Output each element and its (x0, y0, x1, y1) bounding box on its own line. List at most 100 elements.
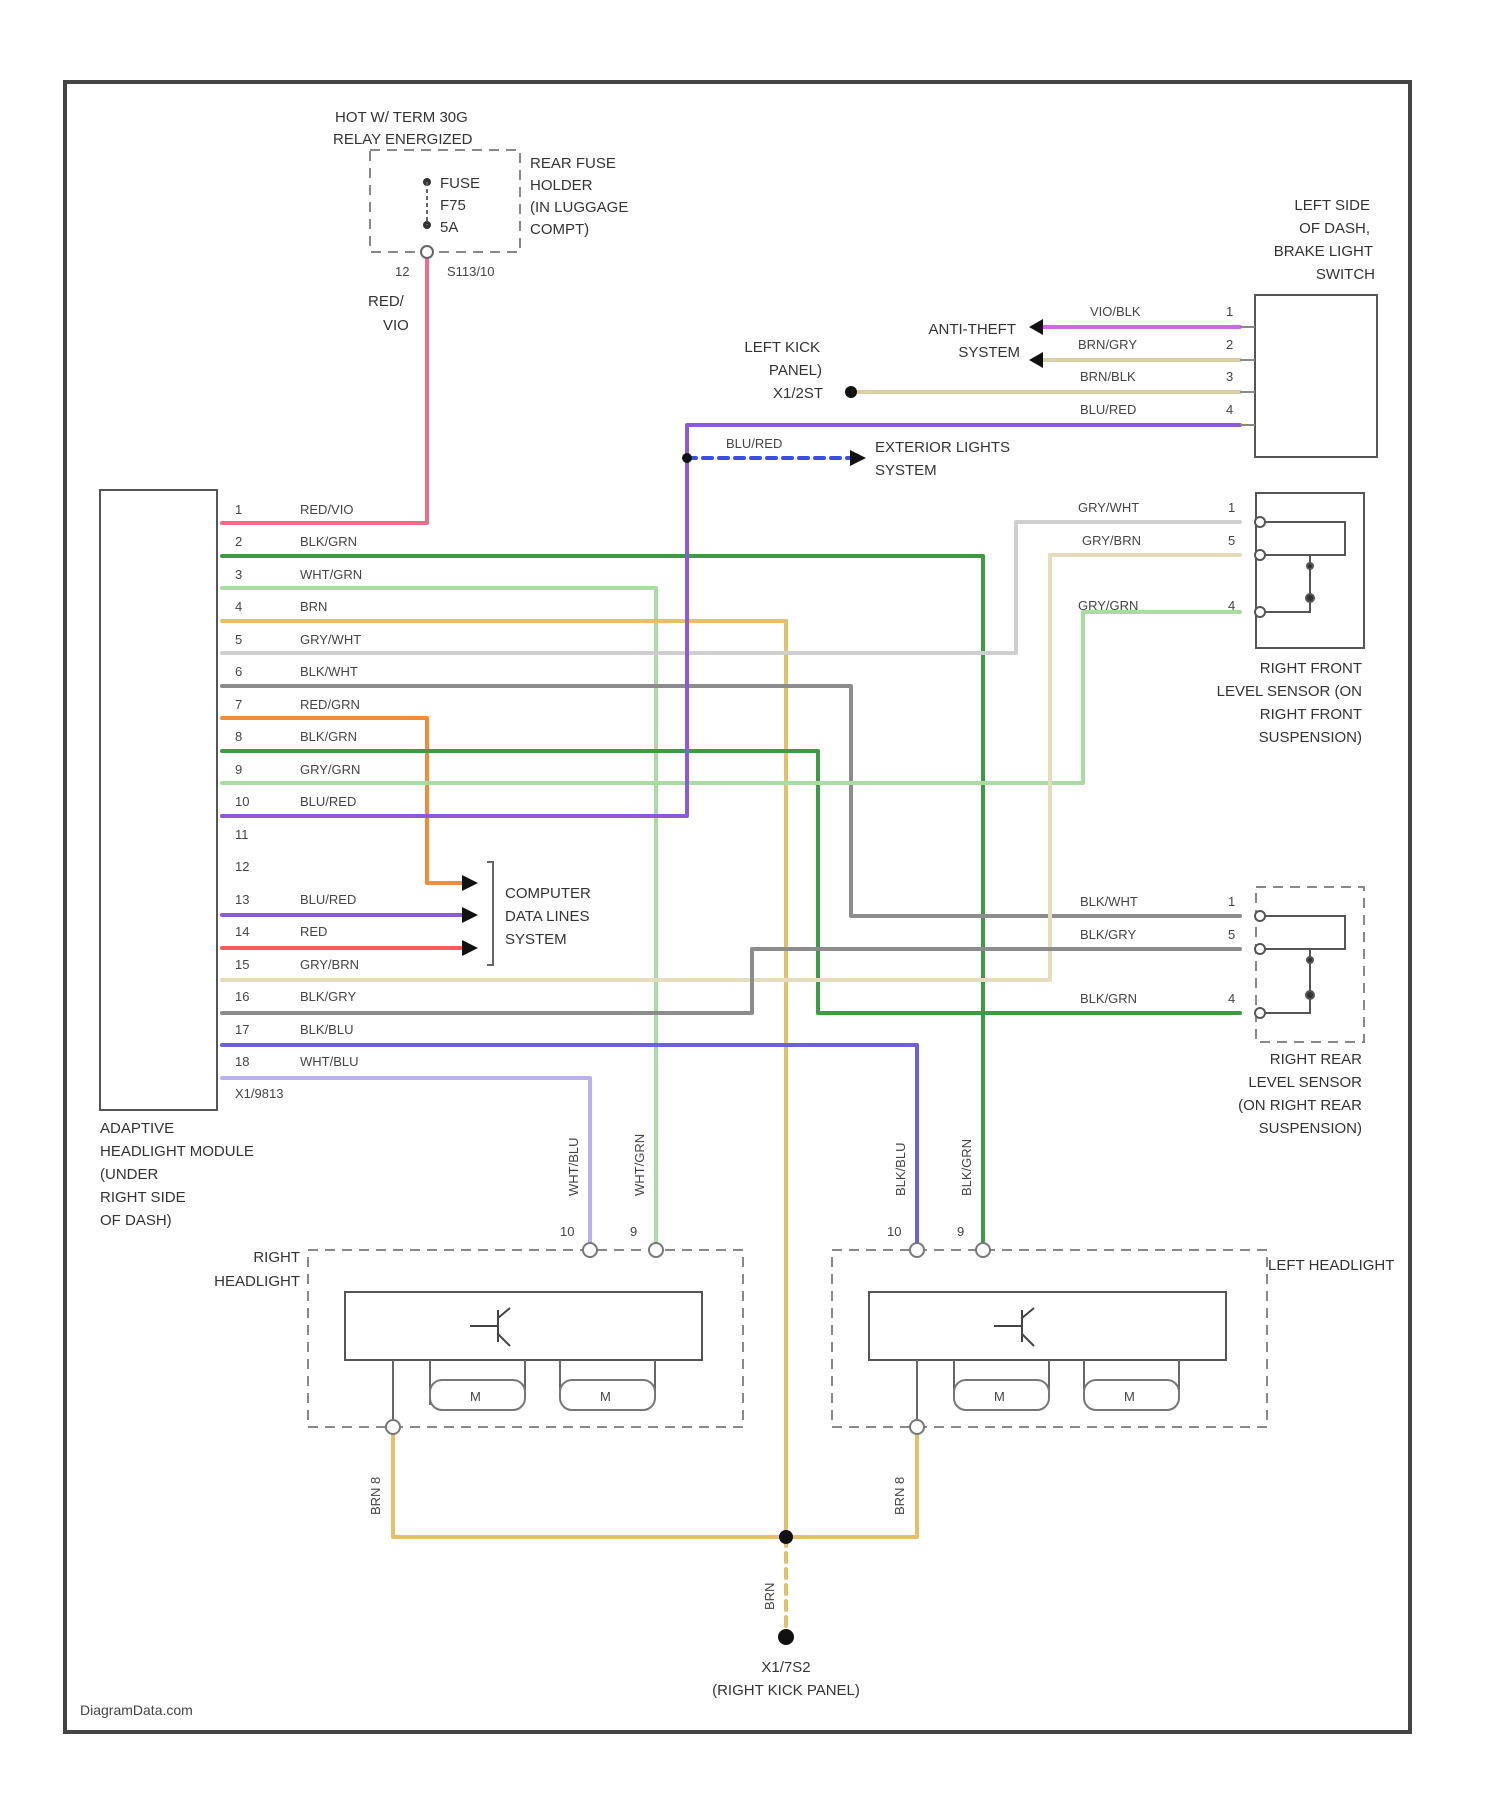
rf-label-2: LEVEL SENSOR (ON (1217, 683, 1362, 700)
rr-pin-5: 5 (1228, 927, 1235, 942)
arrow-computer-1 (462, 875, 478, 891)
right-headlight-label-2: HEADLIGHT (214, 1273, 300, 1290)
diagram-border (65, 82, 1410, 1732)
right-motor-2-label: M (600, 1389, 611, 1404)
rr-pin-4: 4 (1228, 991, 1235, 1006)
fuse-label-3: 5A (440, 219, 458, 236)
left-motor-2-label: M (1124, 1389, 1135, 1404)
right-headlight-wire-a: WHT/BLU (566, 1138, 581, 1197)
brake-switch-title-2: OF DASH, (1299, 220, 1370, 237)
anti-theft-label-2: SYSTEM (958, 344, 1020, 361)
module-wire-1: RED/VIO (300, 502, 353, 517)
fuse-connector: S113/10 (447, 264, 494, 279)
left-motor-1-label: M (994, 1389, 1005, 1404)
wire-blk-wht (222, 686, 1240, 916)
module-pin-14: 14 (235, 924, 249, 939)
brake-pin-2: 2 (1226, 337, 1233, 352)
module-wire-5: GRY/WHT (300, 632, 361, 647)
module-wire-4: BRN (300, 599, 327, 614)
fuse-holder-label-1: REAR FUSE (530, 155, 616, 172)
module-pin-1: 1 (235, 502, 242, 517)
splice-dot (779, 1530, 793, 1544)
brake-pin-3: 3 (1226, 369, 1233, 384)
module-connector: X1/9813 (235, 1086, 283, 1101)
right-motor-1-label: M (470, 1389, 481, 1404)
right-headlight-pin-9 (649, 1243, 663, 1257)
arrow-computer-2 (462, 907, 478, 923)
brake-wire-3: BRN/BLK (1080, 369, 1136, 384)
right-headlight-unit (345, 1292, 702, 1360)
left-headlight-wire-b: BLK/GRN (959, 1139, 974, 1196)
module-pin-2: 2 (235, 534, 242, 549)
brake-pin-4: 4 (1226, 402, 1233, 417)
rr-wire-4: BLK/GRN (1080, 991, 1137, 1006)
module-wire-15: GRY/BRN (300, 957, 359, 972)
rf-wire-4: GRY/GRN (1078, 598, 1138, 613)
rf-label-3: RIGHT FRONT (1260, 706, 1362, 723)
fuse-label-1: FUSE (440, 175, 480, 192)
module-label-5: OF DASH) (100, 1212, 172, 1229)
wire-wht-blu (222, 1078, 590, 1248)
computer-data-bracket (487, 862, 493, 965)
module-wire-6: BLK/WHT (300, 664, 358, 679)
module-pin-11: 11 (235, 827, 249, 842)
rf-wire-5: GRY/BRN (1082, 533, 1141, 548)
right-headlight-pin-10 (583, 1243, 597, 1257)
computer-data-label-3: SYSTEM (505, 931, 567, 948)
ground-dot (778, 1629, 794, 1645)
fuse-hot-label-1: HOT W/ TERM 30G (335, 109, 468, 126)
fuse-hot-label-2: RELAY ENERGIZED (333, 131, 473, 148)
module-pin-10: 10 (235, 794, 249, 809)
computer-data-label-2: DATA LINES (505, 908, 589, 925)
rr-label-3: (ON RIGHT REAR (1238, 1097, 1362, 1114)
rr-wire-1: BLK/WHT (1080, 894, 1138, 909)
brake-switch-title-4: SWITCH (1316, 266, 1375, 283)
brake-switch-title-3: BRAKE LIGHT (1274, 243, 1373, 260)
module-wire-17: BLK/BLU (300, 1022, 353, 1037)
wire-blk-grn-8 (222, 751, 1240, 1013)
arrow-exterior-lights (850, 450, 866, 466)
rr-sensor-internals (1255, 911, 1345, 1018)
splice-dot (845, 386, 857, 398)
module-label-1: ADAPTIVE (100, 1120, 174, 1137)
rr-label-4: SUSPENSION) (1259, 1120, 1362, 1137)
module-wire-7: RED/GRN (300, 697, 360, 712)
module-pin-18: 18 (235, 1054, 249, 1069)
module-wire-8: BLK/GRN (300, 729, 357, 744)
brake-wire-4: BLU/RED (1080, 402, 1136, 417)
module-label-3: (UNDER (100, 1166, 158, 1183)
brake-pin-1: 1 (1226, 304, 1233, 319)
rf-pin-1: 1 (1228, 500, 1235, 515)
rf-pin-4: 4 (1228, 598, 1235, 613)
ground-wire: BRN (762, 1583, 777, 1610)
rf-label-4: SUSPENSION) (1259, 729, 1362, 746)
module-wire-2: BLK/GRN (300, 534, 357, 549)
right-headlight-label-1: RIGHT (253, 1249, 300, 1266)
wires (222, 252, 1240, 1637)
adaptive-headlight-module (100, 490, 217, 1110)
left-headlight-ground-wire: BRN 8 (892, 1477, 907, 1515)
kick-panel-label-1: LEFT KICK (744, 339, 820, 356)
rr-label-2: LEVEL SENSOR (1248, 1074, 1362, 1091)
module-wire-14: RED (300, 924, 327, 939)
module-pin-16: 16 (235, 989, 249, 1004)
module-pin-12: 12 (235, 859, 249, 874)
module-pin-4: 4 (235, 599, 242, 614)
arrow-anti-theft-2 (1029, 352, 1043, 368)
left-headlight-pin-b: 9 (957, 1224, 964, 1239)
rf-label-1: RIGHT FRONT (1260, 660, 1362, 677)
wire-ground-right (393, 1427, 917, 1537)
exterior-lights-wire: BLU/RED (726, 436, 782, 451)
rr-label-1: RIGHT REAR (1270, 1051, 1362, 1068)
arrow-computer-3 (462, 940, 478, 956)
module-pin-9: 9 (235, 762, 242, 777)
kick-panel-label-3: X1/2ST (773, 385, 823, 402)
module-pin-6: 6 (235, 664, 242, 679)
module-wire-9: GRY/GRN (300, 762, 360, 777)
kick-panel-label-2: PANEL) (769, 362, 822, 379)
fuse-connector-pin (421, 246, 433, 258)
module-pin-15: 15 (235, 957, 249, 972)
source-credit: DiagramData.com (80, 1702, 193, 1718)
left-headlight-label: LEFT HEADLIGHT (1268, 1257, 1394, 1274)
